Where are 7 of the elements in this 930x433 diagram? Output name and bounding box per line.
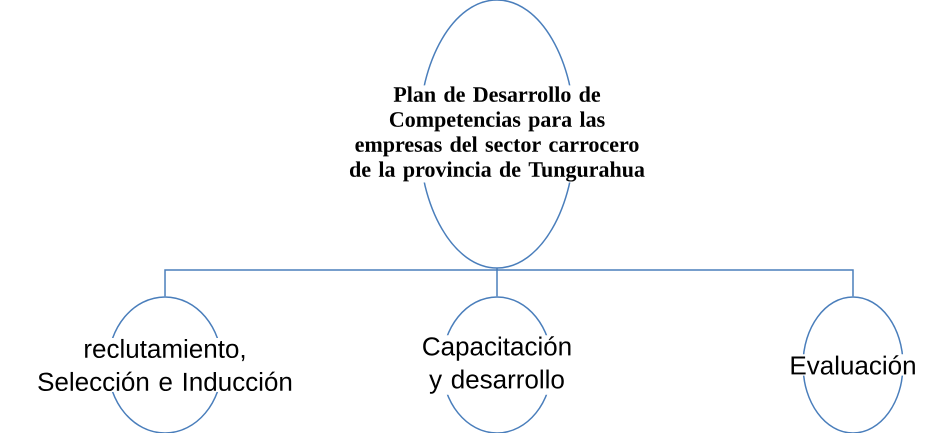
circle-node: reclutamiento, Selección e Inducción [29, 296, 301, 433]
circle-node: Capacitación y desarrollo [381, 296, 613, 433]
circle-node: Evaluación [767, 296, 930, 433]
connector [496, 268, 854, 296]
connector [496, 268, 498, 296]
circle-node: Plan de Desarrollo de Competencias para las empresas del sector carrocero de la provincia de Tungurahua [346, 0, 648, 269]
connector [164, 268, 498, 296]
